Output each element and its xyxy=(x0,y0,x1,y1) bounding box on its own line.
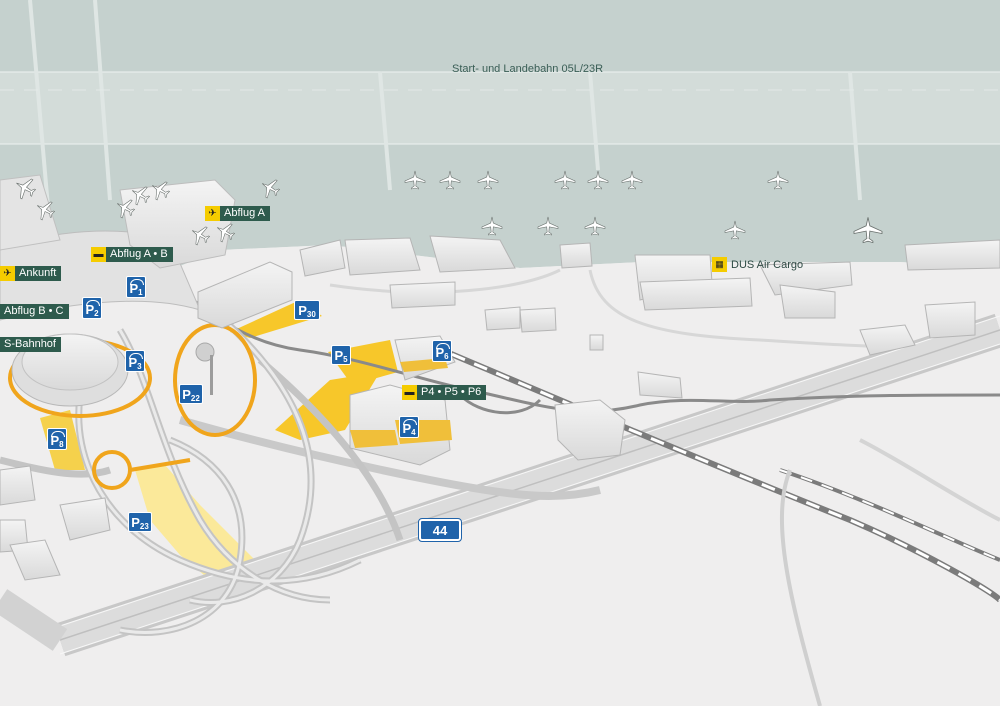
cargo-icon: ▦ xyxy=(712,257,727,272)
label-abflug-bc: Abflug B • C xyxy=(0,304,69,319)
label-s-bahnhof: S-Bahnhof xyxy=(0,337,61,352)
motorway-shield-44: 44 xyxy=(418,518,462,542)
runway-surface xyxy=(0,72,1000,144)
skytrain-icon: ▬ xyxy=(91,247,106,262)
label-p456-station: ▬ P4 • P5 • P6 xyxy=(402,385,487,400)
terminal-access-roads xyxy=(0,323,257,490)
runway-label: Start- und Landebahn 05L/23R xyxy=(452,63,604,75)
skytrain-icon: ▬ xyxy=(402,385,417,400)
label-abflug-a: ✈ Abflug A xyxy=(205,206,270,221)
label-air-cargo: ▦ DUS Air Cargo xyxy=(712,257,803,272)
label-abflug-ab: ▬ Abflug A • B xyxy=(91,247,173,262)
airplane-arrival-icon: ✈ xyxy=(0,266,15,281)
label-ankunft: ✈ Ankunft xyxy=(0,266,62,281)
airplane-icon: ✈ xyxy=(205,206,220,221)
